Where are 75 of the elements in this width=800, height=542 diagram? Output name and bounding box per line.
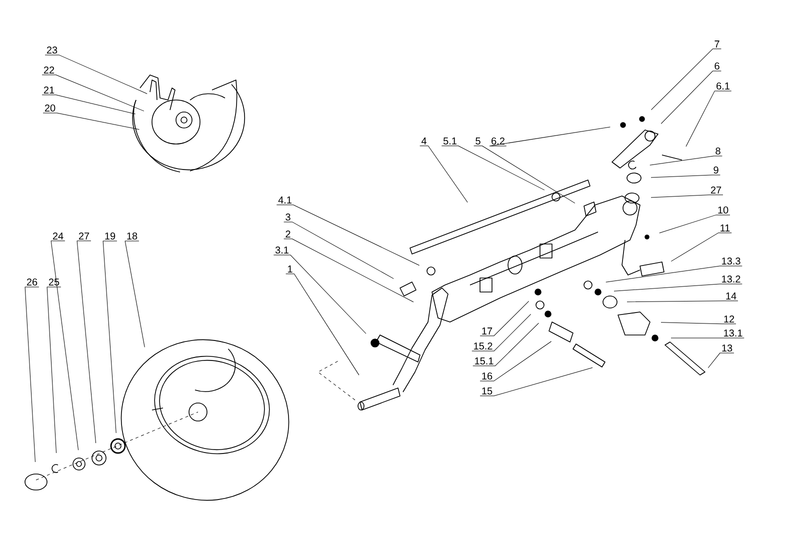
leader-line [670, 232, 732, 262]
callout-number: 3.1 [275, 246, 288, 254]
callout-number: 13.1 [724, 329, 742, 337]
leader-line [660, 70, 722, 124]
leader-line [660, 322, 736, 324]
callout-number: 22 [44, 66, 54, 74]
callout-number: 15.2 [474, 342, 492, 350]
callout-number: 21 [44, 86, 54, 94]
callout-number: 25 [48, 278, 60, 286]
leader-line [276, 204, 420, 266]
leader-line [24, 286, 40, 462]
callout-number: 18 [127, 232, 138, 240]
callout-number: 24 [52, 232, 64, 240]
leader-line [472, 314, 532, 352]
leader-line [659, 214, 730, 234]
leader-line [686, 90, 732, 147]
leader-line [420, 146, 468, 203]
callout-number: 5.1 [443, 138, 456, 144]
leader-line [441, 146, 545, 190]
leader-line [708, 352, 734, 368]
callout-number: 1 [288, 266, 292, 272]
callout-number: 13.3 [722, 257, 740, 265]
leader-line [284, 222, 394, 279]
callout-number: 13.2 [722, 275, 740, 283]
callout-number: 9 [714, 166, 718, 174]
callout-number: 20 [44, 104, 56, 112]
leader-line [650, 174, 720, 178]
callout-number: 17 [482, 328, 492, 334]
callout-number: 10 [718, 206, 728, 214]
callout-number: 6.2 [492, 137, 504, 145]
leader-line [284, 238, 414, 302]
callout-number: 26 [26, 278, 38, 286]
leader-line [474, 146, 576, 204]
callout-number: 27 [710, 186, 722, 194]
leader-line [42, 74, 144, 112]
leader-line [651, 48, 722, 110]
leader-line [472, 322, 539, 366]
callout-number: 19 [105, 232, 116, 240]
callout-number: 11 [720, 224, 730, 232]
leader-line [650, 156, 722, 166]
leader-line [102, 240, 118, 434]
leader-line [489, 126, 610, 146]
callout-number: 14 [726, 292, 736, 300]
leader-line [614, 284, 742, 292]
leader-line [480, 300, 530, 336]
leader-line [273, 254, 366, 334]
callout-number: 2 [286, 230, 290, 238]
callout-number: 3 [286, 213, 290, 221]
callout-number: 7 [714, 40, 720, 48]
callout-number: 16 [482, 372, 492, 380]
callout-number: 6 [714, 62, 720, 70]
leader-line [50, 240, 79, 450]
leader-line [42, 94, 136, 114]
callout-number: 15 [482, 388, 492, 394]
callout-number: 13 [722, 344, 732, 352]
callout-number: 4.1 [278, 196, 292, 204]
callout-number: 15.1 [475, 358, 494, 364]
callout-number: 5 [476, 138, 480, 144]
leader-line [42, 112, 140, 130]
leader-line [650, 194, 724, 198]
leader-line [480, 367, 593, 396]
leader-line [606, 266, 742, 282]
callout-number: 12 [724, 316, 734, 322]
callout-number: 8 [716, 147, 720, 155]
leader-line [124, 240, 145, 348]
leader-line [46, 286, 62, 454]
callout-number: 6.1 [716, 82, 730, 90]
leader-line [480, 341, 552, 382]
callout-number: 23 [46, 46, 58, 54]
leader-line [286, 274, 360, 376]
callout-number: 4 [421, 138, 426, 144]
leader-line [626, 300, 738, 302]
leader-line [76, 240, 96, 444]
callout-number: 27 [78, 232, 90, 240]
leader-line [44, 54, 148, 94]
